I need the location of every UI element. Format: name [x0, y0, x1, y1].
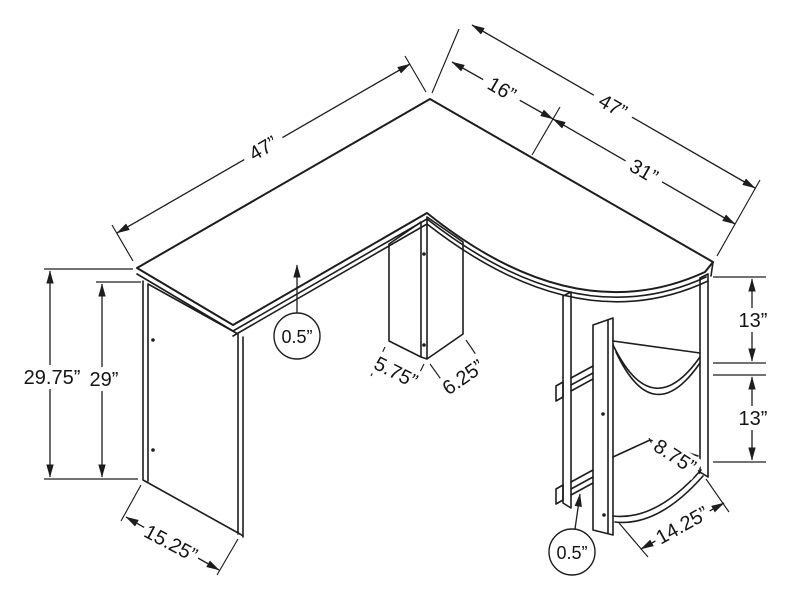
callout-circle [548, 528, 596, 576]
middle-shelf [555, 340, 701, 402]
label-backdrop [733, 308, 773, 332]
shelf-right-upright [699, 273, 709, 478]
label-backdrop [733, 406, 773, 430]
dim-label-upper-shelf-gap: 13” [733, 308, 773, 332]
screw-dot [422, 343, 426, 347]
desktop-surface [136, 98, 714, 326]
dim-label-column-base-depth: 5.75” [366, 349, 426, 395]
svg-text:29”: 29” [90, 369, 119, 391]
label-backdrop [81, 367, 127, 391]
left-side-panel [142, 280, 244, 538]
svg-text:0.5”: 0.5” [281, 327, 312, 347]
dim-label-right-front: 31” [619, 150, 669, 192]
label-backdrop [646, 432, 704, 480]
dim-label-column-base-width: 6.25” [433, 351, 493, 403]
svg-text:14.25”: 14.25” [652, 503, 712, 550]
screw-dot [151, 338, 155, 342]
screw-dot [422, 252, 426, 256]
svg-text:0.5”: 0.5” [556, 543, 587, 563]
label-backdrop [477, 68, 527, 110]
label-backdrop [619, 150, 669, 192]
extension-lines [44, 28, 766, 576]
dim-label-shelf-depth: 8.75” [646, 432, 704, 480]
svg-text:13”: 13” [739, 310, 768, 332]
label-backdrop [587, 84, 639, 128]
dimension-lines [46, 24, 756, 571]
screw-dot [601, 412, 605, 416]
dim-label-right-top: 47” [587, 84, 639, 128]
dim-label-right-corner-depth: 16” [477, 68, 527, 110]
dim-label-lower-shelf-gap: 13” [733, 406, 773, 430]
screw-dot [151, 448, 155, 452]
svg-text:13”: 13” [739, 408, 768, 430]
label-backdrop [433, 351, 493, 403]
dim-label-panel-depth: 15.25” [137, 517, 205, 569]
screw-dot [602, 513, 606, 517]
shelf-left-upright [562, 291, 572, 509]
dim-label-overall-height: 29.75” [17, 365, 87, 389]
label-backdrop [649, 499, 715, 551]
shelf-middle-upright [592, 317, 614, 536]
label-backdrop [237, 126, 289, 170]
dim-label-bottom-shelf-width: 14.25” [649, 499, 715, 551]
label-backdrop [17, 365, 87, 389]
desk-structure [136, 98, 714, 538]
callout-shelf-thickness: 0.5” [548, 528, 596, 576]
svg-text:29.75”: 29.75” [24, 367, 81, 389]
dim-label-panel-height: 29” [81, 367, 127, 391]
label-backdrop [366, 349, 426, 395]
label-backdrop [137, 517, 205, 569]
dim-label-left-top: 47” [237, 126, 289, 170]
leader-shelf-thickness [574, 493, 582, 530]
callout-desktop-thickness: 0.5” [273, 312, 321, 360]
svg-text:15.25”: 15.25” [140, 521, 200, 567]
callout-circle [273, 312, 321, 360]
